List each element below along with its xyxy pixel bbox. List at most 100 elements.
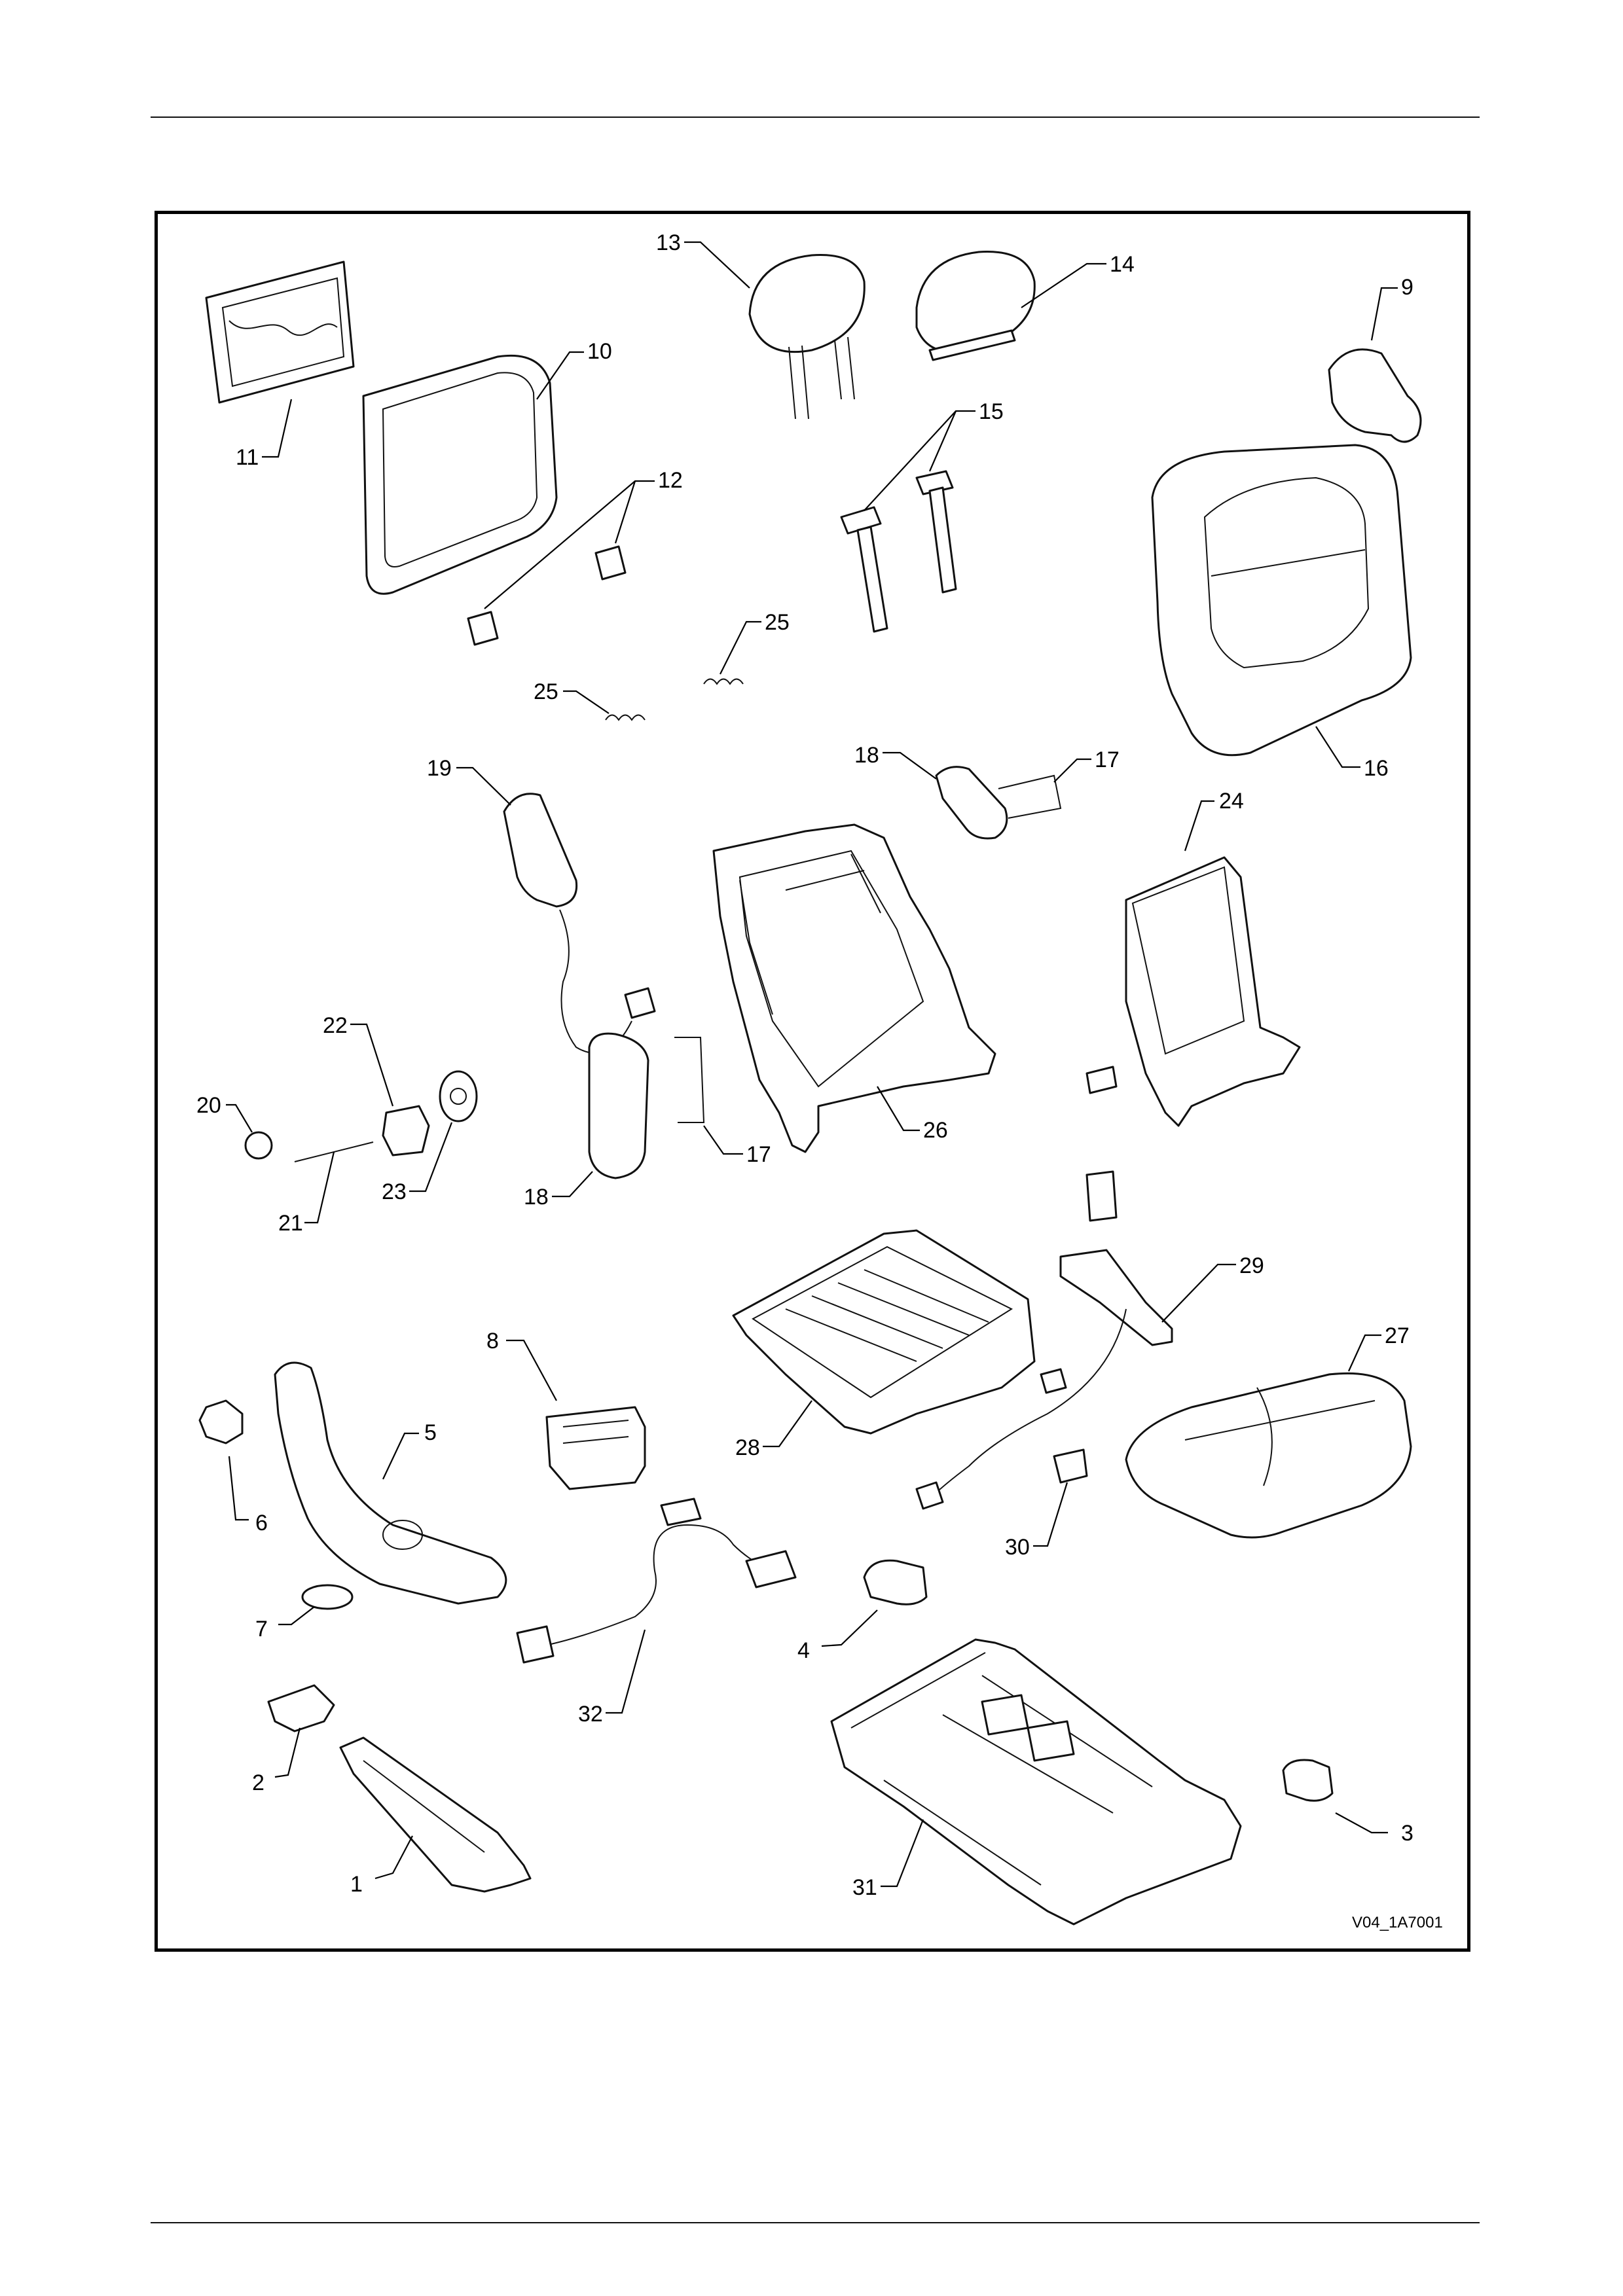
leader-line — [563, 691, 609, 713]
leader-line — [822, 1610, 877, 1646]
callout-14: 14 — [1021, 252, 1135, 308]
part-5-side-trim — [275, 1363, 506, 1604]
callout-21: 21 — [278, 1152, 334, 1236]
callout-number: 17 — [746, 1142, 771, 1167]
leader-line — [278, 1607, 314, 1624]
callout-number: 18 — [854, 743, 879, 768]
leader-line — [704, 1126, 743, 1154]
callout-19: 19 — [427, 756, 511, 805]
part-7-button — [302, 1585, 352, 1609]
callout-number: 16 — [1364, 756, 1389, 781]
leader-line — [375, 1836, 412, 1878]
part-2-bracket — [268, 1685, 334, 1731]
callout-number: 19 — [427, 756, 452, 781]
callout-18: 18 — [524, 1172, 593, 1210]
leader-line — [606, 1630, 645, 1713]
callout-30: 30 — [1005, 1482, 1067, 1560]
figure-reference: V04_1A7001 — [1352, 1914, 1443, 1931]
callout-number: 23 — [382, 1179, 407, 1204]
part-4-cap — [864, 1560, 926, 1604]
callout-number: 30 — [1005, 1535, 1030, 1560]
leader-line — [720, 622, 761, 674]
leader-line — [456, 768, 511, 805]
callout-number: 10 — [587, 339, 612, 364]
callout-number: 6 — [255, 1511, 268, 1535]
callout-number: 18 — [524, 1185, 549, 1210]
leader-line — [1033, 1482, 1067, 1546]
part-31-seat-track — [831, 1640, 1241, 1924]
leader-line — [930, 411, 956, 471]
part-13-headrest — [750, 255, 864, 420]
leader-line — [262, 399, 291, 457]
leader-line — [881, 1820, 923, 1886]
callout-17: 17 — [1054, 747, 1120, 782]
callout-13: 13 — [656, 230, 750, 288]
callout-number: 21 — [278, 1211, 303, 1236]
leader-line — [226, 1105, 252, 1132]
leader-line — [1336, 1813, 1388, 1833]
callout-number: 4 — [797, 1638, 810, 1663]
callout-number: 13 — [656, 230, 681, 255]
callout-16: 16 — [1316, 726, 1389, 781]
callout-number: 8 — [486, 1329, 499, 1354]
callout-number: 25 — [765, 610, 790, 635]
part-3-cap — [1283, 1760, 1332, 1801]
callout-number: 9 — [1401, 275, 1413, 300]
part-10-backrest-panel — [363, 355, 556, 594]
leader-line — [1349, 1335, 1381, 1371]
callout-number: 22 — [323, 1013, 348, 1038]
leader-line — [383, 1433, 419, 1479]
callout-9: 9 — [1372, 275, 1413, 340]
callout-18: 18 — [854, 743, 936, 779]
callout-number: 3 — [1401, 1821, 1413, 1846]
part-15-headrest-guides — [841, 471, 956, 632]
part-6-knob — [200, 1401, 242, 1443]
callout-number: 17 — [1095, 747, 1120, 772]
callout-8: 8 — [486, 1329, 556, 1401]
leader-line — [684, 242, 750, 288]
callout-20: 20 — [196, 1093, 252, 1132]
leader-line — [229, 1456, 249, 1520]
callout-number: 31 — [852, 1875, 877, 1900]
callout-25: 25 — [720, 610, 790, 674]
leader-line — [1185, 801, 1214, 851]
callout-number: 1 — [350, 1872, 363, 1897]
callout-22: 22 — [323, 1013, 393, 1106]
callout-29: 29 — [1162, 1253, 1264, 1322]
leader-line — [552, 1172, 593, 1196]
callout-28: 28 — [735, 1401, 812, 1460]
callout-24: 24 — [1185, 789, 1244, 851]
callout-number: 14 — [1110, 252, 1135, 277]
callout-number: 20 — [196, 1093, 221, 1118]
callout-25: 25 — [534, 679, 609, 713]
callout-number: 25 — [534, 679, 558, 704]
leader-line — [763, 1401, 812, 1446]
callout-number: 12 — [658, 468, 683, 493]
leader-line — [275, 1728, 300, 1777]
leader-line — [1054, 759, 1091, 782]
leader-line — [877, 1086, 920, 1130]
part-32-wiring-harness — [517, 1499, 795, 1662]
part-26-backrest-frame — [714, 825, 995, 1152]
callout-5: 5 — [383, 1420, 437, 1479]
callout-number: 11 — [236, 445, 259, 470]
parts-illustration — [200, 252, 1421, 1924]
callout-32: 32 — [578, 1630, 645, 1727]
leader-line — [506, 1340, 556, 1401]
callout-number: 29 — [1239, 1253, 1264, 1278]
leader-line — [350, 1024, 393, 1106]
part-16-backrest-pad — [1152, 445, 1411, 755]
callout-number: 27 — [1385, 1323, 1410, 1348]
part-14-headrest-cover — [917, 252, 1034, 360]
part-11-rear-pocket — [206, 262, 354, 403]
leader-line — [1162, 1265, 1236, 1322]
callout-27: 27 — [1349, 1323, 1410, 1371]
part-24-lumbar-support — [1087, 857, 1300, 1126]
callout-number: 24 — [1219, 789, 1244, 814]
leader-line — [1316, 726, 1360, 767]
part-30-clip — [1054, 1450, 1087, 1482]
callout-31: 31 — [852, 1820, 923, 1900]
callout-26: 26 — [877, 1086, 948, 1143]
part-25-springs — [606, 679, 743, 721]
